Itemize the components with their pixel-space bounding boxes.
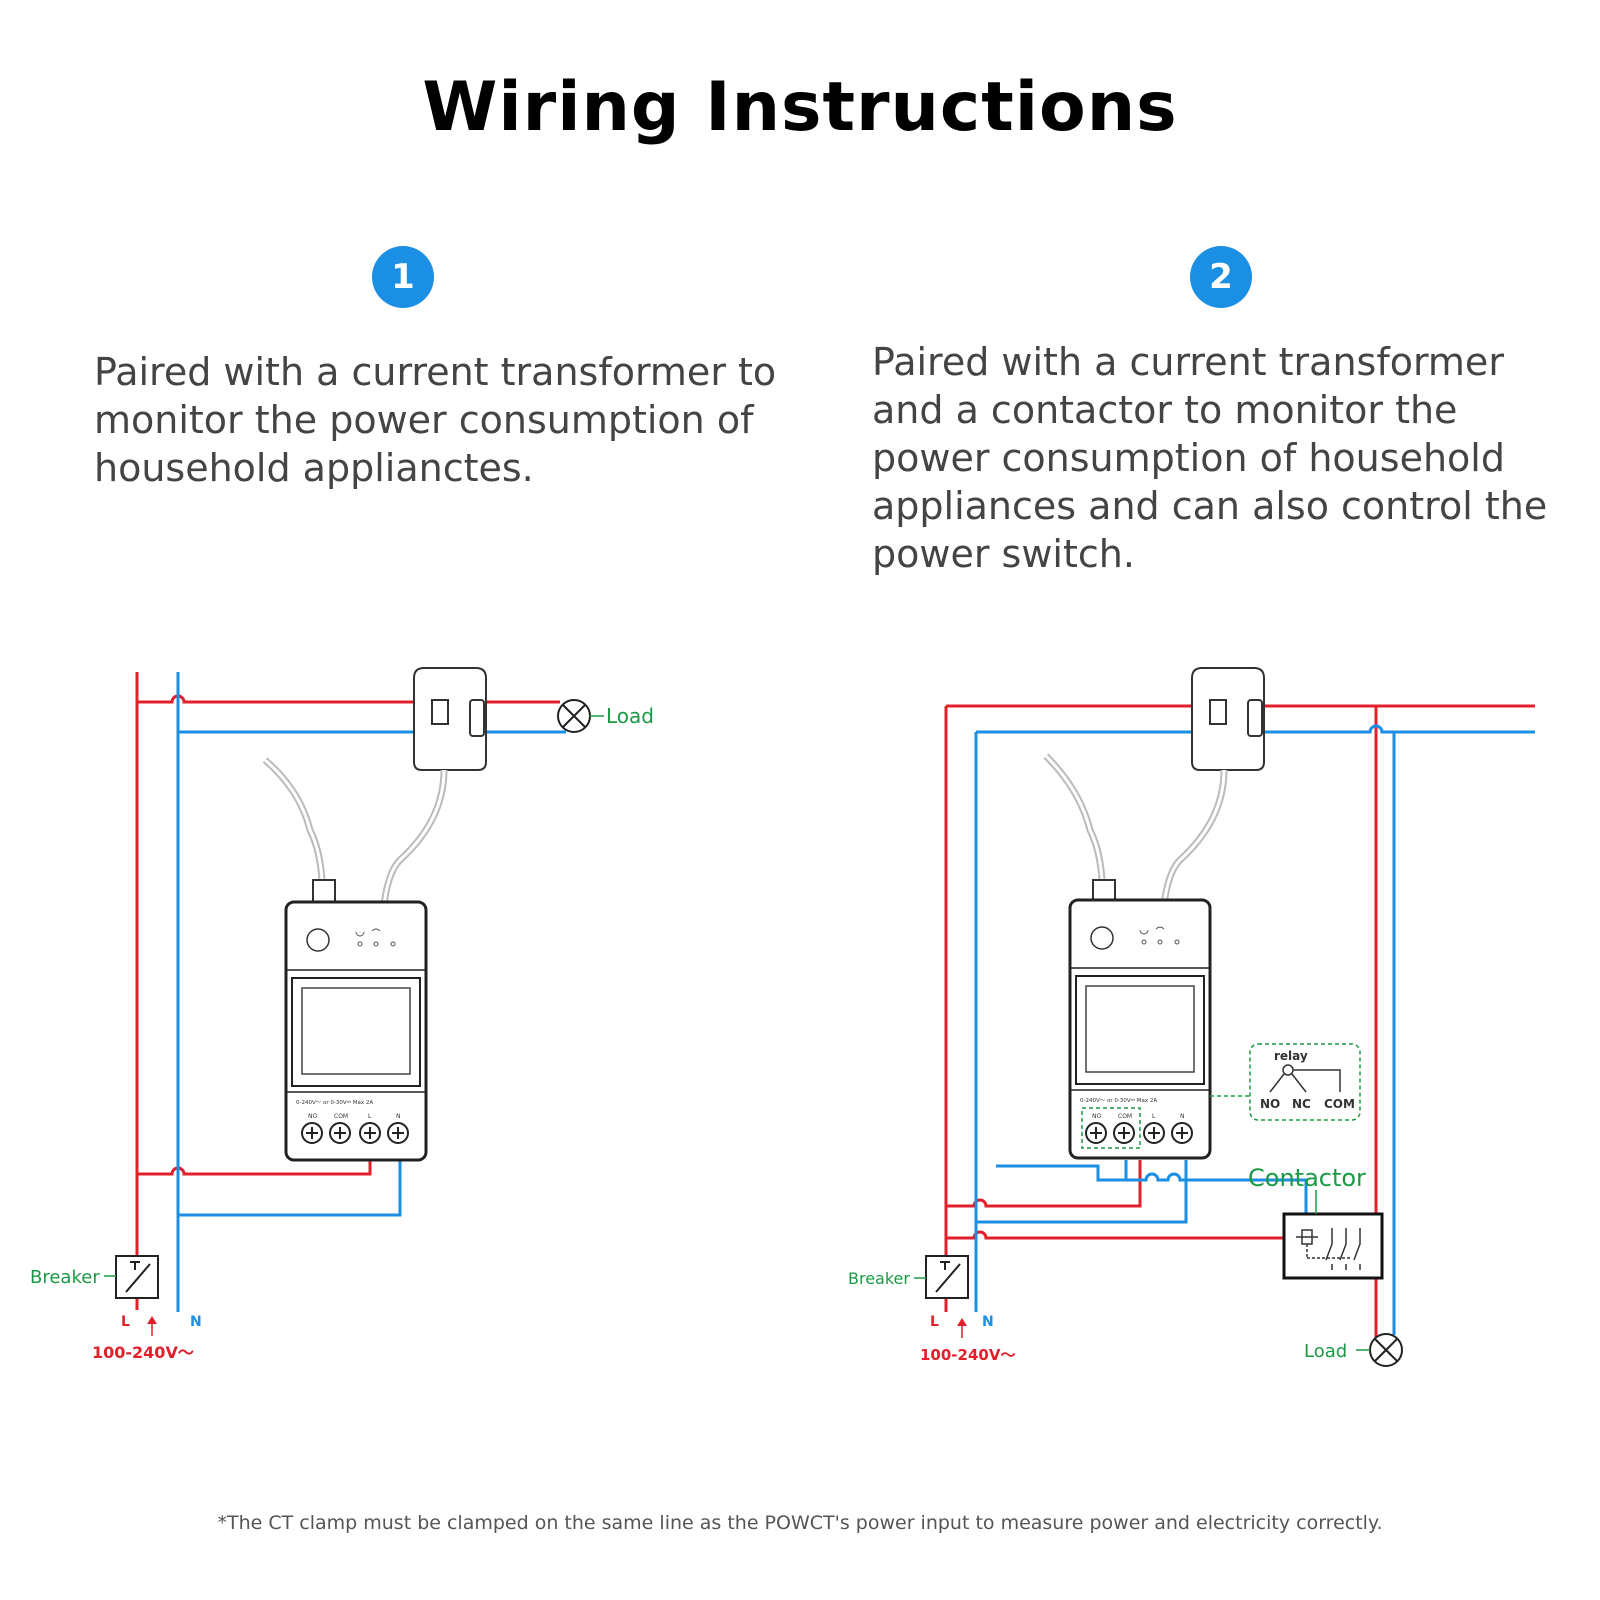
- diagram-2-contactor-label: Contactor: [1248, 1164, 1366, 1192]
- diagram-1-wifi-icon: [371, 928, 381, 932]
- step-1-description: Paired with a current transformer to mon…: [94, 350, 777, 490]
- diagram-2-terminal-com: [1113, 1122, 1135, 1144]
- diagram-2: 0-240V～ or 0-30V⎓ Max 2A NO COM L N rela…: [848, 667, 1535, 1367]
- diagram-2-terminal-no-label: NO: [1092, 1113, 1101, 1120]
- diagram-1-device-spec: 0-240V～ or 0-30V⎓ Max 2A: [296, 1100, 373, 1106]
- diagram-2-terminal-n: [1171, 1122, 1193, 1144]
- diagram-2-contactor: [1282, 1190, 1384, 1280]
- diagram-2-load-lamp: [1356, 1333, 1403, 1367]
- diagram-2-relay-com-label: COM: [1324, 1097, 1355, 1111]
- diagram-1-breaker-label: Breaker: [30, 1267, 100, 1288]
- diagram-2-relay-terminals-highlight: [1081, 1107, 1141, 1149]
- diagram-1-line-label: L: [121, 1314, 130, 1330]
- diagram-1-device-button-icon: [306, 928, 330, 952]
- step-2-badge: 2: [1190, 246, 1252, 308]
- diagram-1-terminal-l-label: L: [368, 1113, 372, 1120]
- diagram-2-neutral-label: N: [982, 1314, 994, 1330]
- diagram-1-terminal-l: [359, 1122, 381, 1144]
- diagram-2-terminal-no: [1085, 1122, 1107, 1144]
- diagram-1-voltage-label: 100-240V～: [92, 1343, 194, 1362]
- diagram-1-breaker: [104, 1255, 159, 1299]
- diagram-2-relay-label: relay: [1274, 1049, 1308, 1063]
- diagram-2-device-screen: [1085, 985, 1195, 1073]
- diagram-2-terminal-l: [1143, 1122, 1165, 1144]
- diagram-1-terminal-com-label: COM: [334, 1113, 348, 1120]
- diagram-2-breaker-label: Breaker: [848, 1269, 910, 1288]
- diagram-1-terminal-n-label: N: [396, 1113, 401, 1120]
- diagram-2-device-button-icon: [1090, 926, 1114, 950]
- diagram-1: Load 0-240V: [30, 667, 654, 1362]
- diagram-2-relay-callout: [1210, 1043, 1361, 1121]
- step-2-description: Paired with a current transformer and a …: [872, 340, 1548, 576]
- diagram-1-device: 0-240V～ or 0-30V⎓ Max 2A NO COM L N: [284, 900, 428, 1162]
- diagram-1-terminal-no-label: NO: [308, 1113, 317, 1120]
- diagram-2-device-spec: 0-240V～ or 0-30V⎓ Max 2A: [1080, 1098, 1157, 1104]
- diagram-2-breaker: [914, 1255, 969, 1299]
- diagram-2-device: 0-240V～ or 0-30V⎓ Max 2A NO COM L N: [1068, 898, 1212, 1160]
- diagram-1-load-lamp: [557, 699, 604, 733]
- diagram-2-wifi-icon: [1155, 926, 1165, 930]
- page-title: Wiring Instructions: [422, 68, 1178, 147]
- diagram-2-terminal-com-label: COM: [1118, 1113, 1132, 1120]
- diagram-2-terminal-l-label: L: [1152, 1113, 1156, 1120]
- diagram-2-neutral-wires: [974, 724, 1535, 1335]
- diagram-2-line-label: L: [930, 1314, 939, 1330]
- diagram-1-power-icon: [355, 931, 365, 937]
- diagram-2-relay-nc-label: NC: [1292, 1097, 1311, 1111]
- diagram-1-load-label: Load: [606, 704, 654, 728]
- footnote: *The CT clamp must be clamped on the sam…: [217, 1512, 1383, 1534]
- diagram-2-terminal-n-label: N: [1180, 1113, 1185, 1120]
- step-1-badge: 1: [372, 246, 434, 308]
- diagram-2-power-icon: [1139, 929, 1149, 935]
- diagram-1-supply-arrow: [147, 1316, 157, 1336]
- diagram-1-terminal-no: [301, 1122, 323, 1144]
- diagram-2-supply-arrow: [957, 1318, 967, 1338]
- diagram-1-neutral-wires: [176, 672, 566, 1312]
- diagram-1-terminal-n: [387, 1122, 409, 1144]
- diagram-2-relay-no-label: NO: [1260, 1097, 1280, 1111]
- diagram-1-terminal-com: [329, 1122, 351, 1144]
- diagram-1-device-screen: [301, 987, 411, 1075]
- diagram-1-neutral-label: N: [190, 1314, 202, 1330]
- diagram-2-line-wires: [944, 704, 1535, 1345]
- diagram-2-voltage-label: 100-240V～: [920, 1346, 1015, 1364]
- diagram-2-load-label: Load: [1304, 1341, 1347, 1362]
